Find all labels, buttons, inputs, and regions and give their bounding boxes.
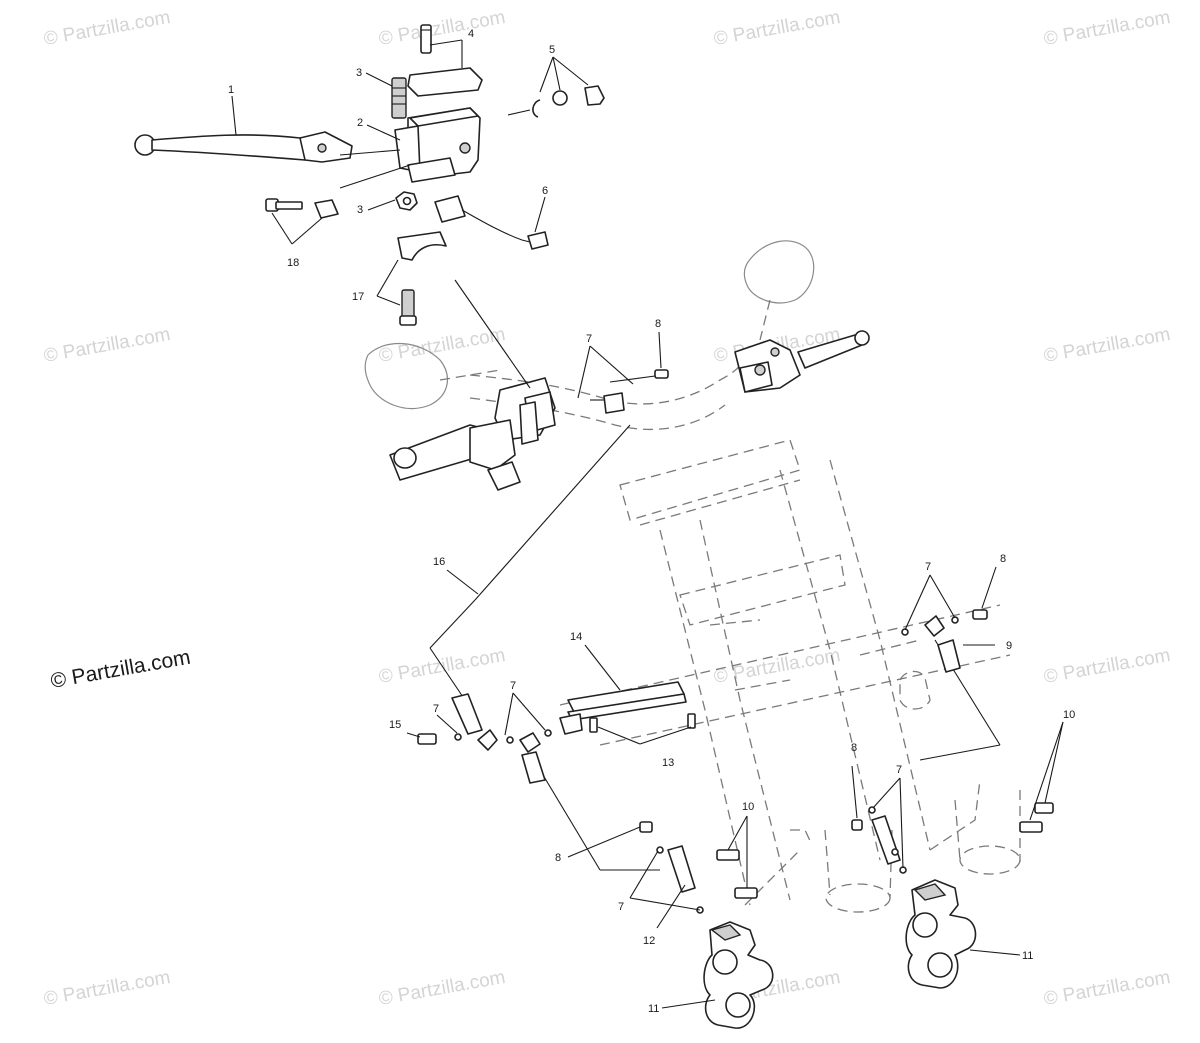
callout-7-left: 7 <box>433 703 439 715</box>
watermark: © Partzilla.com <box>1042 967 1172 1010</box>
brake-switch <box>434 195 549 250</box>
fitting-clips <box>507 85 605 118</box>
caliper-right <box>905 879 977 989</box>
callout-16: 16 <box>433 556 445 568</box>
bracket-screws <box>589 713 696 733</box>
callout-6: 6 <box>542 185 548 197</box>
right-upper-union <box>901 609 988 673</box>
lever-pivot-hardware <box>265 198 339 219</box>
callout-1: 1 <box>228 84 234 96</box>
callout-labels: 1 2 3 3 4 5 6 7 7 7 7 7 7 8 8 8 8 9 10 1… <box>228 28 1075 1015</box>
caliper-mount-screws-right <box>1019 802 1054 833</box>
callout-3-upper: 3 <box>356 67 362 79</box>
brake-line-bracket <box>559 681 687 735</box>
watermark: © Partzilla.com <box>1042 7 1172 50</box>
callout-7-center: 7 <box>510 680 516 692</box>
watermark: © Partzilla.com <box>377 324 507 367</box>
handlebar-clamp <box>397 231 447 326</box>
callout-8-top: 8 <box>655 318 661 330</box>
callout-7-right-upper: 7 <box>925 561 931 573</box>
callout-18: 18 <box>287 257 299 269</box>
watermark-layer: © Partzilla.com © Partzilla.com © Partzi… <box>42 7 1172 1010</box>
watermark: © Partzilla.com <box>712 645 842 688</box>
caliper-left <box>703 921 774 1029</box>
callout-13: 13 <box>662 757 674 769</box>
callout-leaders <box>231 39 1064 1009</box>
callout-9: 9 <box>1006 640 1012 652</box>
callout-11-left: 11 <box>648 1003 659 1015</box>
watermark: © Partzilla.com <box>42 967 172 1010</box>
callout-15: 15 <box>389 719 401 731</box>
watermark: © Partzilla.com <box>1042 645 1172 688</box>
caliper-mount-screws-center <box>716 849 758 899</box>
reservoir-cover <box>407 24 483 97</box>
callout-17: 17 <box>352 291 364 303</box>
callout-8-right-middle: 8 <box>851 742 857 754</box>
brake-lever <box>134 131 353 163</box>
brake-lines <box>429 279 1001 871</box>
watermark: © Partzilla.com <box>42 7 172 50</box>
callout-4: 4 <box>468 28 474 40</box>
callout-3-lower: 3 <box>357 204 363 216</box>
watermark: © Partzilla.com <box>42 324 172 367</box>
watermark: © Partzilla.com <box>377 967 507 1010</box>
callout-7-right-middle: 7 <box>896 764 902 776</box>
lock-nut <box>395 191 418 211</box>
callout-12: 12 <box>643 935 655 947</box>
callout-5: 5 <box>549 44 555 56</box>
master-cylinder <box>394 107 481 183</box>
fork-assembly-ghost <box>364 240 1021 913</box>
callout-8-right-upper: 8 <box>1000 553 1006 565</box>
left-union-assembly <box>417 693 552 784</box>
callout-10-right: 10 <box>1063 709 1075 721</box>
callout-14: 14 <box>570 631 582 643</box>
left-lower-union <box>639 821 704 914</box>
watermark: © Partzilla.com <box>1042 324 1172 367</box>
upper-banjo-fittings <box>590 369 669 414</box>
callout-8-left-lower: 8 <box>555 852 561 864</box>
brand-label: © Partzilla.com <box>49 646 192 693</box>
callout-11-right: 11 <box>1022 950 1033 962</box>
pivot-bolt <box>391 77 407 119</box>
right-middle-union <box>851 806 907 874</box>
callout-7-top: 7 <box>586 333 592 345</box>
callout-10-center: 10 <box>742 801 754 813</box>
right-hand-control <box>734 330 870 393</box>
callout-2: 2 <box>357 117 363 129</box>
watermark: © Partzilla.com <box>712 7 842 50</box>
left-master-cylinder <box>389 377 556 491</box>
callout-7-left-lower: 7 <box>618 901 624 913</box>
